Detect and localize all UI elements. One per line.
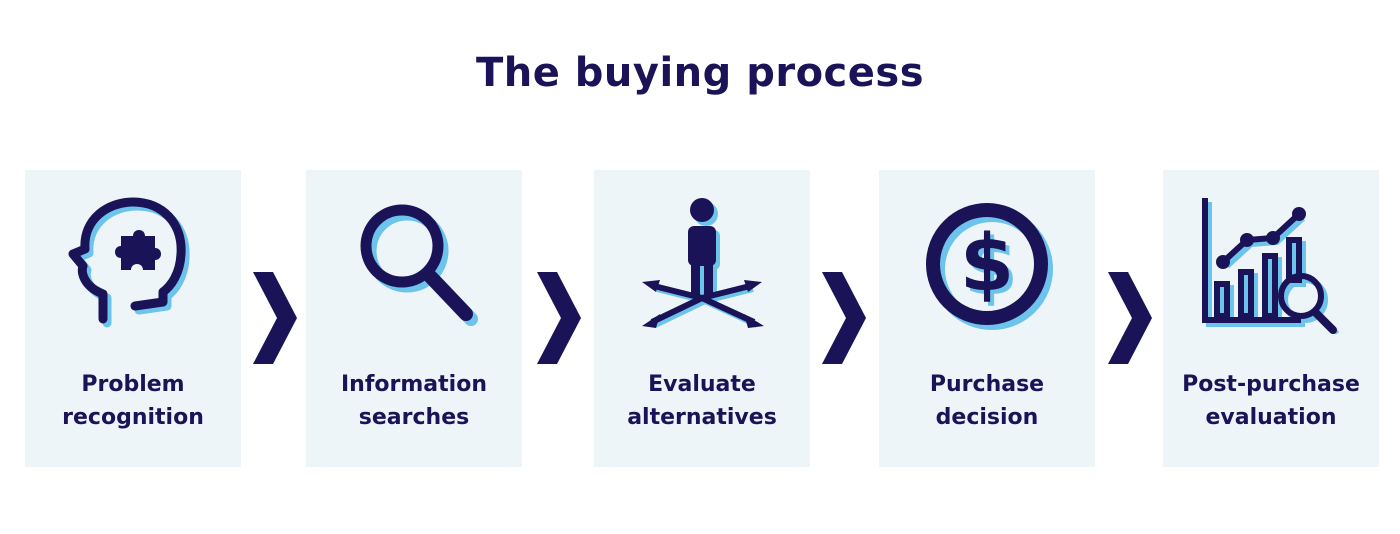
- step-label-line: alternatives: [627, 405, 777, 430]
- diagram-title: The buying process: [475, 50, 925, 96]
- step-label: Information searches: [306, 368, 522, 434]
- step-label: Purchase decision: [879, 368, 1095, 434]
- step-card-problem-recognition: Problem recognition: [25, 170, 241, 467]
- person-crossroads-icon: [642, 198, 764, 328]
- step-label-line: searches: [358, 405, 470, 430]
- chart-magnifier-icon: [1202, 198, 1340, 334]
- head-puzzle-icon: [68, 197, 190, 328]
- step-label-line: Post-purchase: [1182, 372, 1360, 397]
- svg-text:$: $: [964, 223, 1018, 313]
- svg-text:$: $: [960, 219, 1014, 309]
- step-label-line: decision: [935, 405, 1039, 430]
- chevron-right-icon: [822, 272, 866, 364]
- step-label-line: Problem: [81, 372, 185, 397]
- step-card-post-purchase-evaluation: Post-purchase evaluation: [1163, 170, 1379, 467]
- step-label-line: Evaluate: [648, 372, 756, 397]
- chevron-right-icon: [1108, 272, 1152, 364]
- magnifier-icon: [360, 204, 478, 326]
- dollar-coin-icon: $ $: [926, 203, 1053, 330]
- step-card-information-searches: Information searches: [306, 170, 522, 467]
- step-label-line: Information: [341, 372, 487, 397]
- step-label: Post-purchase evaluation: [1163, 368, 1379, 434]
- step-card-purchase-decision: $ $ Purchase decision: [879, 170, 1095, 467]
- chevron-right-icon: [253, 272, 297, 364]
- step-label: Evaluate alternatives: [594, 368, 810, 434]
- step-label-line: Purchase: [929, 372, 1045, 397]
- step-label-line: evaluation: [1205, 405, 1337, 430]
- step-label: Problem recognition: [25, 368, 241, 434]
- step-label-line: recognition: [62, 405, 204, 430]
- chevron-right-icon: [537, 272, 581, 364]
- step-card-evaluate-alternatives: Evaluate alternatives: [594, 170, 810, 467]
